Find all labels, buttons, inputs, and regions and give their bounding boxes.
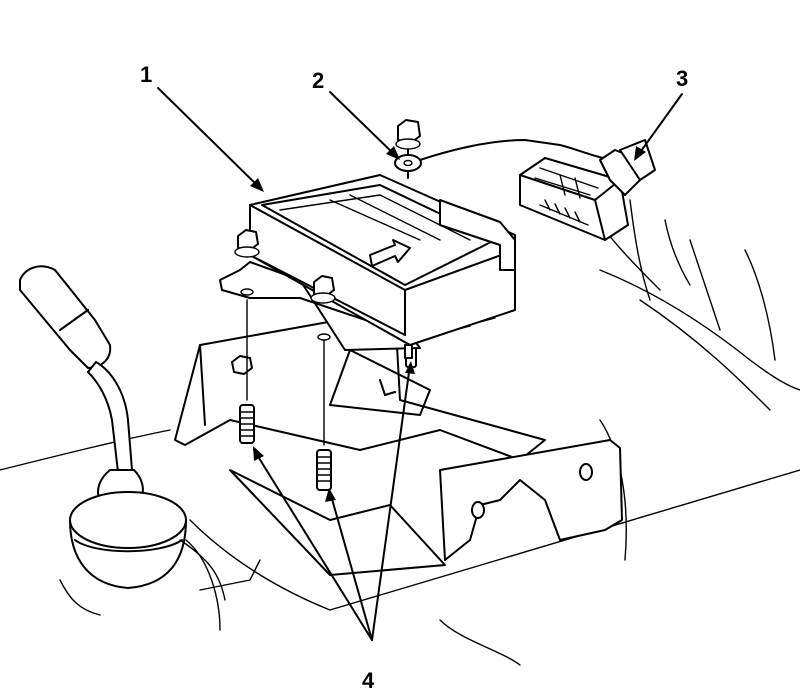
leader-line-4a (253, 449, 373, 641)
stud-center (316, 449, 332, 491)
callout-4: 4 (362, 668, 375, 693)
alignment-lines (246, 299, 325, 446)
floor-contours (0, 199, 800, 666)
nut-left (234, 229, 260, 258)
unit-connector-port (439, 199, 516, 271)
arrowheads (250, 146, 646, 502)
wiring-harness-connector (519, 139, 656, 241)
stud-left (239, 404, 255, 444)
direction-arrow-icon (369, 239, 411, 267)
mounting-bracket (174, 309, 623, 576)
leader-line-4b (329, 491, 373, 641)
bracket-nut (231, 355, 253, 375)
callout-1: 1 (140, 62, 152, 87)
unit-mount-tab-holes (240, 288, 331, 341)
bracket-bolt-hole (579, 463, 593, 481)
arrowhead-4a (253, 446, 264, 461)
arrowhead-4b (325, 488, 336, 502)
arrowhead-1 (250, 178, 264, 192)
unit-nuts (234, 229, 336, 304)
ground-terminal (394, 119, 561, 179)
callout-labels: 1 2 3 4 (140, 62, 688, 693)
arrowhead-4c (405, 361, 415, 374)
leader-lines (157, 87, 683, 641)
leader-line-3 (635, 93, 683, 159)
leader-line-1 (157, 87, 263, 191)
callout-3: 3 (676, 66, 688, 91)
arrowhead-2 (386, 146, 400, 160)
gear-shift-lever (19, 265, 221, 631)
leader-line-4c (371, 364, 411, 641)
bracket-bolt-hole (471, 501, 485, 519)
ground-bolt (397, 119, 421, 143)
arrowhead-3 (634, 146, 646, 161)
srs-control-unit (219, 174, 516, 359)
leader-line-2 (329, 91, 399, 159)
callout-2: 2 (312, 68, 324, 93)
nut-center (310, 275, 336, 304)
